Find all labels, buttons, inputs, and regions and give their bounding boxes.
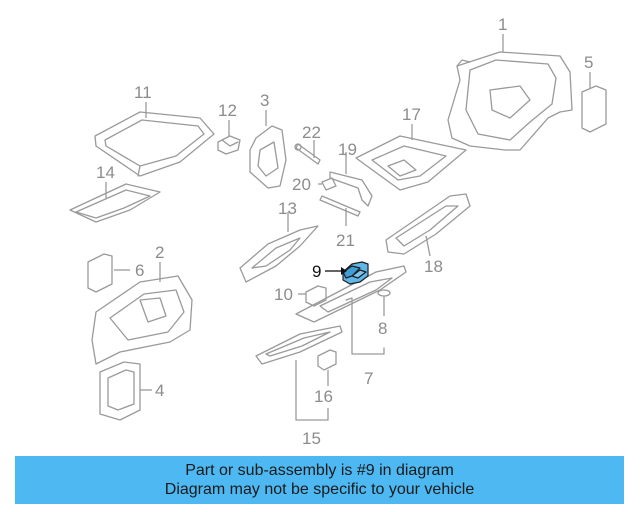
part-14-mat — [69, 182, 161, 223]
part-8-pin — [377, 289, 391, 316]
part-10-clip — [298, 285, 327, 307]
callout-8: 8 — [378, 319, 387, 338]
part-12-clip — [217, 120, 241, 155]
callout-9: 9 — [312, 262, 321, 281]
part-5-panel — [581, 72, 607, 133]
part-3-bracket — [249, 110, 287, 189]
callout-18: 18 — [424, 257, 443, 276]
callout-1: 1 — [498, 15, 507, 34]
banner-line-2: Diagram may not be specific to your vehi… — [164, 481, 475, 498]
callout-7: 7 — [364, 369, 373, 388]
parts-diagram: 1 5 11 12 3 22 17 19 20 14 13 21 2 6 18 … — [69, 15, 607, 448]
callout-4: 4 — [155, 381, 164, 400]
part-22-bolt — [294, 140, 321, 165]
part-2-side-trim — [91, 262, 193, 365]
part-21-rod — [319, 195, 361, 226]
part-6-panel — [87, 253, 130, 293]
banner-line-1: Part or sub-assembly is #9 in diagram — [185, 462, 454, 479]
callout-3: 3 — [260, 91, 269, 110]
callout-15: 15 — [302, 429, 321, 448]
callout-21: 21 — [336, 231, 355, 250]
part-15-trim-strip — [255, 325, 343, 421]
callout-19: 19 — [338, 140, 357, 159]
part-13-trim — [239, 212, 319, 283]
callout-13: 13 — [278, 199, 297, 218]
callout-17: 17 — [402, 105, 421, 124]
part-11-floor-cover — [94, 102, 215, 177]
info-banner: Part or sub-assembly is #9 in diagram Di… — [15, 456, 624, 504]
callout-6: 6 — [135, 261, 144, 280]
part-1-quarter-trim — [447, 34, 573, 151]
part-4-box — [99, 361, 152, 421]
callout-22: 22 — [302, 123, 321, 142]
part-19-handle — [329, 152, 373, 207]
part-16-clip — [317, 349, 337, 386]
callout-16: 16 — [314, 387, 333, 406]
callout-20: 20 — [292, 175, 311, 194]
part-7-scuff-plate — [295, 265, 407, 355]
part-18-sill-trim — [385, 193, 471, 257]
callout-11: 11 — [134, 83, 152, 102]
callout-12: 12 — [218, 101, 237, 120]
part-9-highlighted — [325, 261, 369, 285]
part-17-tray — [355, 124, 467, 191]
callout-2: 2 — [155, 243, 164, 262]
callout-10: 10 — [274, 285, 293, 304]
callout-14: 14 — [96, 163, 115, 182]
part-20-small-part — [318, 177, 337, 191]
callout-5: 5 — [584, 53, 593, 72]
